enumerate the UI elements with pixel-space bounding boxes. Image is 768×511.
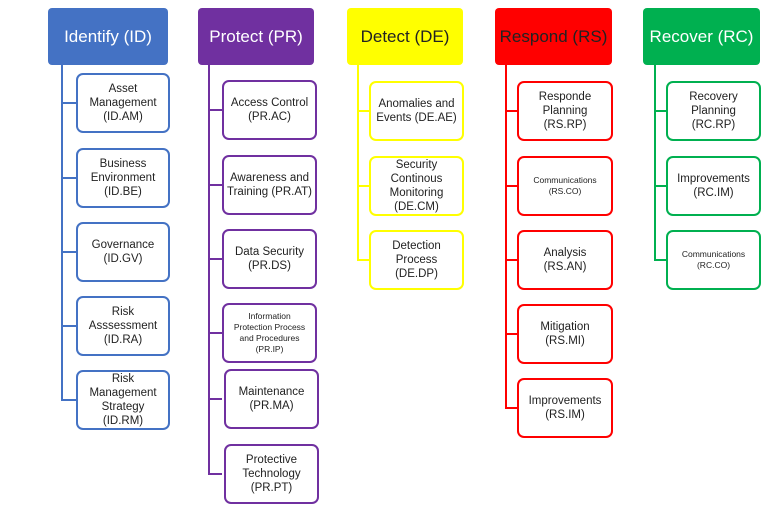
identify-header: Identify (ID) bbox=[48, 8, 168, 65]
recover-connector-line bbox=[654, 65, 656, 261]
identify-item-asset-management: Asset Management (ID.AM) bbox=[76, 73, 170, 133]
protect-item-maintenance: Maintenance (PR.MA) bbox=[224, 369, 319, 429]
detect-item-detection-process: Detection Process (DE.DP) bbox=[369, 230, 464, 290]
respond-connector-line bbox=[505, 65, 507, 409]
protect-branch bbox=[208, 109, 222, 111]
identify-item-risk-assessment: Risk Asssessment (ID.RA) bbox=[76, 296, 170, 356]
protect-item-awareness-training: Awareness and Training (PR.AT) bbox=[222, 155, 317, 215]
respond-item-response-planning: Responde Planning (RS.RP) bbox=[517, 81, 613, 141]
respond-item-analysis: Analysis (RS.AN) bbox=[517, 230, 613, 290]
protect-branch bbox=[208, 473, 222, 475]
protect-item-protective-technology: Protective Technology (PR.PT) bbox=[224, 444, 319, 504]
detect-item-anomalies-events: Anomalies and Events (DE.AE) bbox=[369, 81, 464, 141]
protect-branch bbox=[208, 332, 222, 334]
protect-item-data-security: Data Security (PR.DS) bbox=[222, 229, 317, 289]
protect-branch bbox=[208, 258, 222, 260]
detect-item-security-monitoring: Security Continous Monitoring (DE.CM) bbox=[369, 156, 464, 216]
recover-item-recovery-planning: Recovery Planning (RC.RP) bbox=[666, 81, 761, 141]
respond-header: Respond (RS) bbox=[495, 8, 612, 65]
recover-branch bbox=[654, 259, 666, 261]
recover-header: Recover (RC) bbox=[643, 8, 760, 65]
recover-item-communications: Communications (RC.CO) bbox=[666, 230, 761, 290]
respond-branch bbox=[505, 407, 517, 409]
respond-item-improvements: Improvements (RS.IM) bbox=[517, 378, 613, 438]
recover-branch bbox=[654, 110, 666, 112]
protect-header: Protect (PR) bbox=[198, 8, 314, 65]
identify-branch bbox=[61, 102, 76, 104]
protect-branch bbox=[208, 398, 222, 400]
identify-item-governance: Governance (ID.GV) bbox=[76, 222, 170, 282]
identify-branch bbox=[61, 399, 76, 401]
respond-item-mitigation: Mitigation (RS.MI) bbox=[517, 304, 613, 364]
detect-branch bbox=[357, 259, 369, 261]
detect-branch bbox=[357, 185, 369, 187]
identify-item-risk-management-strategy: Risk Management Strategy (ID.RM) bbox=[76, 370, 170, 430]
respond-branch bbox=[505, 333, 517, 335]
recover-item-improvements: Improvements (RC.IM) bbox=[666, 156, 761, 216]
detect-connector-line bbox=[357, 65, 359, 261]
recover-branch bbox=[654, 185, 666, 187]
protect-connector-line bbox=[208, 65, 210, 474]
identify-item-business-environment: Business Environment (ID.BE) bbox=[76, 148, 170, 208]
respond-branch bbox=[505, 259, 517, 261]
protect-item-information-protection: Information Protection Process and Proce… bbox=[222, 303, 317, 363]
respond-branch bbox=[505, 185, 517, 187]
identify-branch bbox=[61, 325, 76, 327]
protect-item-access-control: Access Control (PR.AC) bbox=[222, 80, 317, 140]
identify-branch bbox=[61, 251, 76, 253]
identify-branch bbox=[61, 177, 76, 179]
detect-header: Detect (DE) bbox=[347, 8, 463, 65]
detect-branch bbox=[357, 110, 369, 112]
respond-branch bbox=[505, 110, 517, 112]
respond-item-communications: Communications (RS.CO) bbox=[517, 156, 613, 216]
identify-connector-line bbox=[61, 65, 63, 400]
protect-branch bbox=[208, 184, 222, 186]
